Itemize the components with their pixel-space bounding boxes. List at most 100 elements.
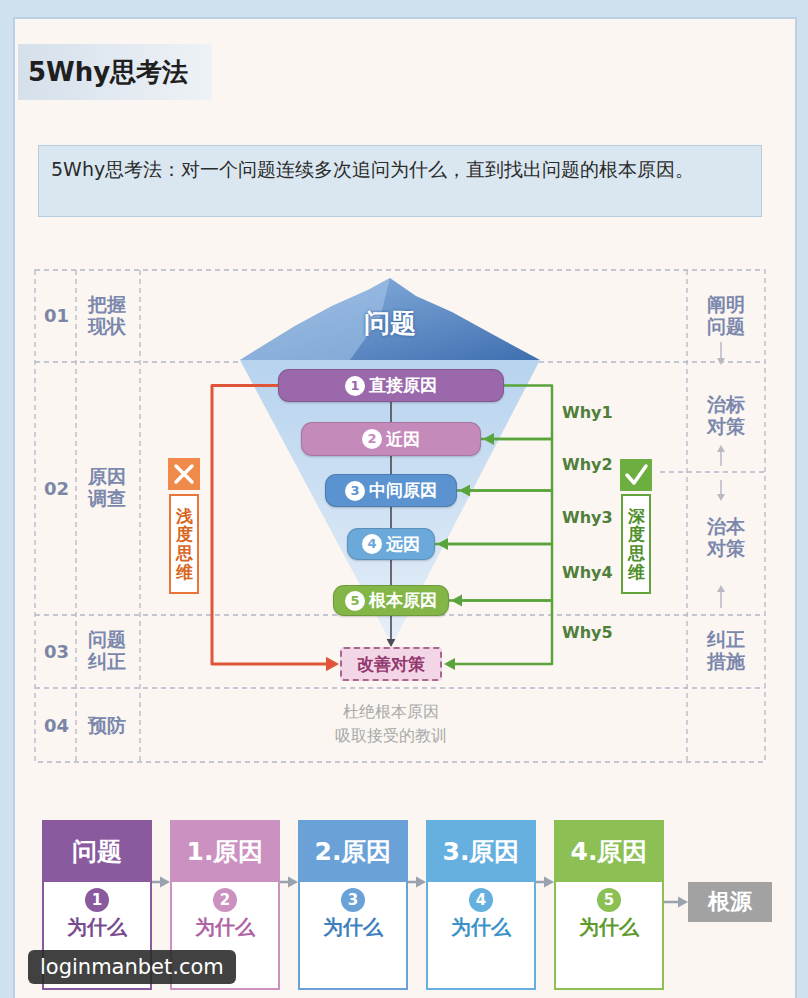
bar-label: 根本原因 <box>369 589 437 612</box>
row-label: 治标对策 <box>707 394 745 438</box>
row-line <box>660 471 765 472</box>
connector <box>408 877 426 888</box>
row-label: 原因调查 <box>88 466 126 510</box>
column-line <box>139 270 140 762</box>
small-arrow <box>720 450 722 466</box>
connector-line <box>664 901 680 904</box>
note: 杜绝根本原因 吸取接受的教训 <box>326 700 456 748</box>
connector <box>664 897 688 908</box>
cause-bar: 3中间原因 <box>325 474 457 507</box>
connector-line <box>390 402 392 422</box>
callout-number: 2 <box>362 429 382 449</box>
table-grid <box>35 270 765 762</box>
callout-number: 4 <box>469 888 493 912</box>
card-title: 1.原因 <box>187 835 264 868</box>
connector <box>391 456 392 474</box>
card-header: 问题 <box>42 820 152 882</box>
arrow-head <box>544 877 554 888</box>
card-title: 3.原因 <box>443 835 520 868</box>
edge-label: Why3 <box>560 508 615 527</box>
watermark: loginmanbet.com <box>28 950 236 984</box>
bar-label: 近因 <box>386 428 420 451</box>
connector-line <box>390 560 392 585</box>
vertical-label: 浅度思维 <box>176 507 193 582</box>
card-header: 4.原因 <box>554 820 664 882</box>
connector <box>387 616 396 647</box>
column-line <box>686 270 687 762</box>
why-card: 3.原因4为什么 <box>426 820 536 990</box>
connector <box>212 386 339 672</box>
callout-number: 5 <box>345 591 365 611</box>
card-title: 2.原因 <box>315 835 392 868</box>
iceberg-underwater <box>240 360 540 645</box>
row-label: 预防 <box>88 713 126 739</box>
card-body: 5为什么 <box>554 882 664 990</box>
connector <box>391 507 392 528</box>
arrow-head <box>326 657 339 671</box>
connector-line <box>212 386 329 665</box>
card-question: 为什么 <box>579 914 639 941</box>
connector-line <box>435 544 552 601</box>
bar-content: 5根本原因 <box>345 589 437 612</box>
cross-icon <box>168 458 200 490</box>
definition-box: 5Why思考法：对一个问题连续多次追问为什么，直到找出问题的根本原因。 <box>38 145 762 217</box>
connector <box>444 601 552 671</box>
callout-number: 4 <box>362 534 382 554</box>
thinking-box: 浅度思维 <box>169 494 199 594</box>
column-line <box>75 270 76 762</box>
card-header: 1.原因 <box>170 820 280 882</box>
callout-number: 1 <box>345 376 365 396</box>
check-icon <box>620 459 652 491</box>
connector-line <box>492 386 552 440</box>
arrow-head <box>416 877 426 888</box>
why-card: 4.原因 5为什么 <box>554 820 664 990</box>
connector <box>391 560 392 585</box>
card-title: 4.原因 <box>571 835 648 868</box>
connector-line <box>390 456 392 474</box>
connector <box>483 386 552 446</box>
small-arrow <box>720 590 722 608</box>
edge-label: Why4 <box>560 563 615 582</box>
connector-line <box>468 439 552 491</box>
connector <box>435 544 552 607</box>
card-question: 为什么 <box>67 914 127 941</box>
iceberg-peak <box>240 278 540 360</box>
cause-bar: 4远因 <box>347 528 435 560</box>
result-label: 根源 <box>708 887 752 917</box>
connector-line <box>390 507 392 528</box>
panel <box>14 18 796 998</box>
bar-content: 3中间原因 <box>345 479 437 502</box>
row-label: 把握现状 <box>88 294 126 338</box>
iceberg-label-holder: 问题 <box>240 306 540 341</box>
card-header: 3.原因 <box>426 820 536 882</box>
card-body: 3为什么 <box>298 882 408 990</box>
row-label: 治本对策 <box>707 516 745 560</box>
cause-bar: 1直接原因 <box>278 369 504 402</box>
arrow-head <box>288 877 298 888</box>
row-number: 02 <box>44 478 69 499</box>
bar-content: 1直接原因 <box>345 374 437 397</box>
iceberg-label: 问题 <box>364 308 416 338</box>
title-box: 5Why思考法 <box>18 44 212 100</box>
connector <box>152 877 170 888</box>
row-line <box>35 687 765 688</box>
why-card: 2.原因 3为什么 <box>298 820 408 990</box>
arrow-head <box>160 877 170 888</box>
callout-number: 3 <box>341 888 365 912</box>
small-arrow-head <box>717 445 725 452</box>
small-arrow-head <box>717 494 725 501</box>
connector <box>391 402 392 422</box>
small-arrow-head <box>717 585 725 592</box>
connector-line <box>390 616 392 641</box>
cause-bar: 5根本原因 <box>333 585 449 616</box>
arrow-head <box>678 897 688 908</box>
arrow-head <box>387 639 396 647</box>
measure-box: 改善对策 <box>340 647 442 681</box>
edge-label: Why1 <box>560 403 615 422</box>
card-question: 为什么 <box>323 914 383 941</box>
edge-label: Why5 <box>560 623 615 642</box>
row-number: 04 <box>44 715 69 736</box>
vertical-label: 深度思维 <box>628 507 645 582</box>
card-header: 2.原因 <box>298 820 408 882</box>
